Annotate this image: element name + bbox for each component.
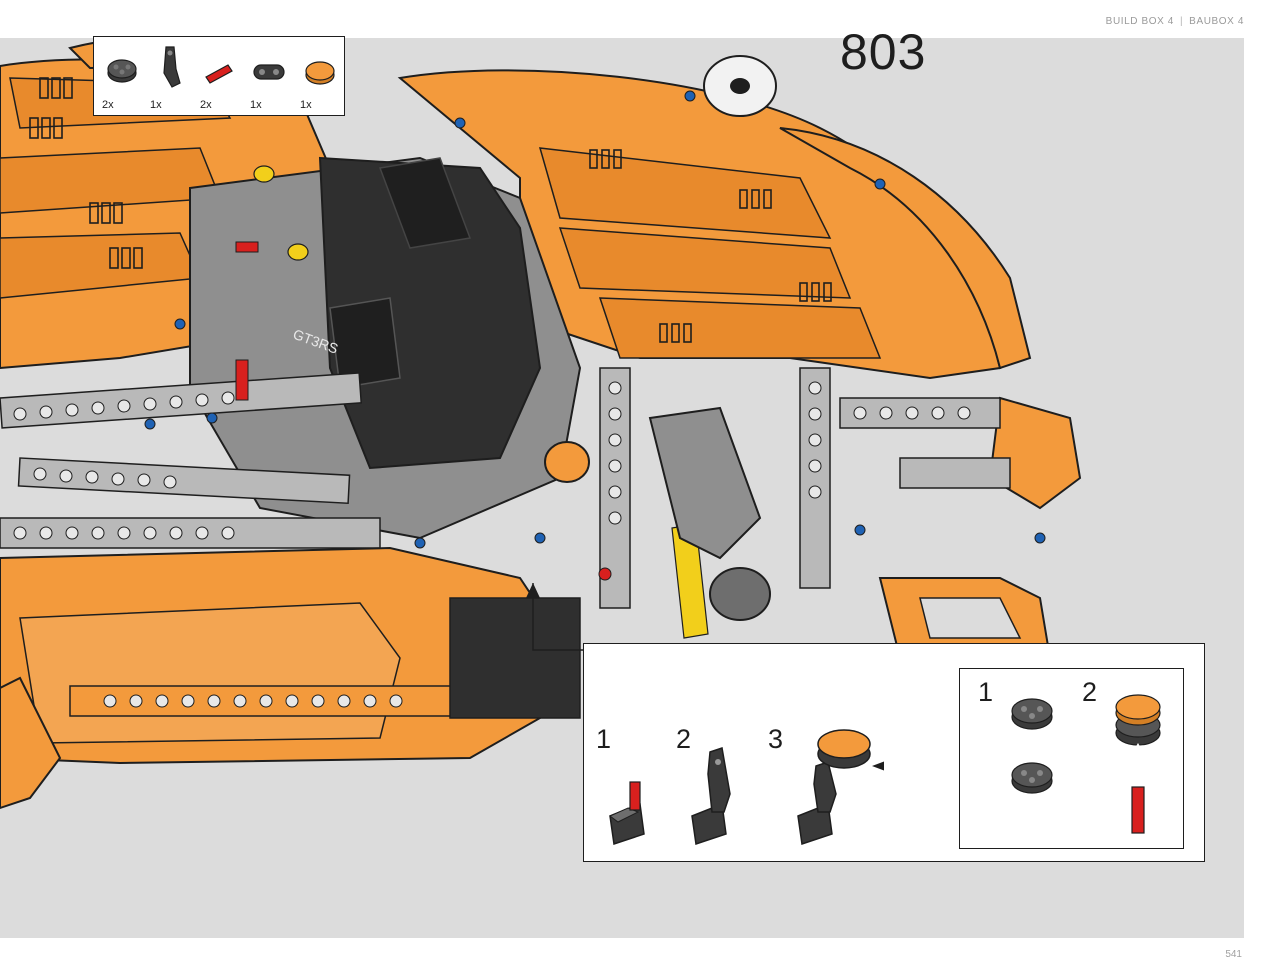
parts-list-box: 2x 1x 2x 1x 1x — [93, 36, 345, 116]
part-qty-1: 2x — [102, 99, 114, 111]
callout-step-1-illustration — [609, 781, 645, 845]
part-item-4: 1x — [250, 43, 290, 113]
part-qty-2: 1x — [150, 99, 162, 111]
part-item-2: 1x — [150, 43, 190, 113]
orange-round-tile-icon — [305, 61, 335, 85]
callout-step-2-number: 2 — [676, 724, 692, 754]
page-number: 541 — [1225, 949, 1242, 960]
black-beam-icon — [253, 64, 285, 80]
callout-step-2-illustration — [691, 747, 731, 845]
header-build-box-label: BUILD BOX 4 — [1105, 16, 1174, 27]
callout-step-3-number: 3 — [768, 724, 784, 754]
part-qty-4: 1x — [250, 99, 262, 111]
subcallout-step-2-number: 2 — [1082, 677, 1098, 707]
header-separator: | — [1179, 16, 1184, 27]
subcallout-step-1-number: 1 — [978, 677, 994, 707]
header-baubox-label: BAUBOX 4 — [1189, 16, 1244, 27]
part-qty-5: 1x — [300, 99, 312, 111]
step-number: 803 — [840, 24, 927, 80]
subassembly-callout: 1 2 3 1 2 — [583, 643, 1205, 862]
model-illustration: GT3RS — [0, 38, 1244, 938]
car-model-drawing: GT3RS — [0, 38, 1082, 810]
subcallout-drawing — [1011, 694, 1161, 834]
callout-steps-drawing — [609, 729, 884, 845]
subcallout-step-2-illustration — [1115, 694, 1161, 834]
dark-gray-round-plate-icon — [107, 59, 137, 83]
part-item-3: 2x — [200, 43, 240, 113]
part-item-5: 1x — [300, 43, 340, 113]
callout-step-1-number: 1 — [596, 724, 612, 754]
page-header: BUILD BOX 4 | BAUBOX 4 — [1106, 16, 1244, 27]
part-qty-3: 2x — [200, 99, 212, 111]
subcallout-step-1-illustration — [1011, 698, 1053, 794]
dark-gray-angled-connector-icon — [163, 46, 181, 88]
callout-arrow-icon — [872, 761, 884, 771]
red-axle-pin-icon — [205, 64, 233, 84]
callout-step-3-illustration — [797, 729, 871, 845]
nested-subassembly-callout: 1 2 — [959, 668, 1184, 849]
part-item-1: 2x — [102, 43, 142, 113]
